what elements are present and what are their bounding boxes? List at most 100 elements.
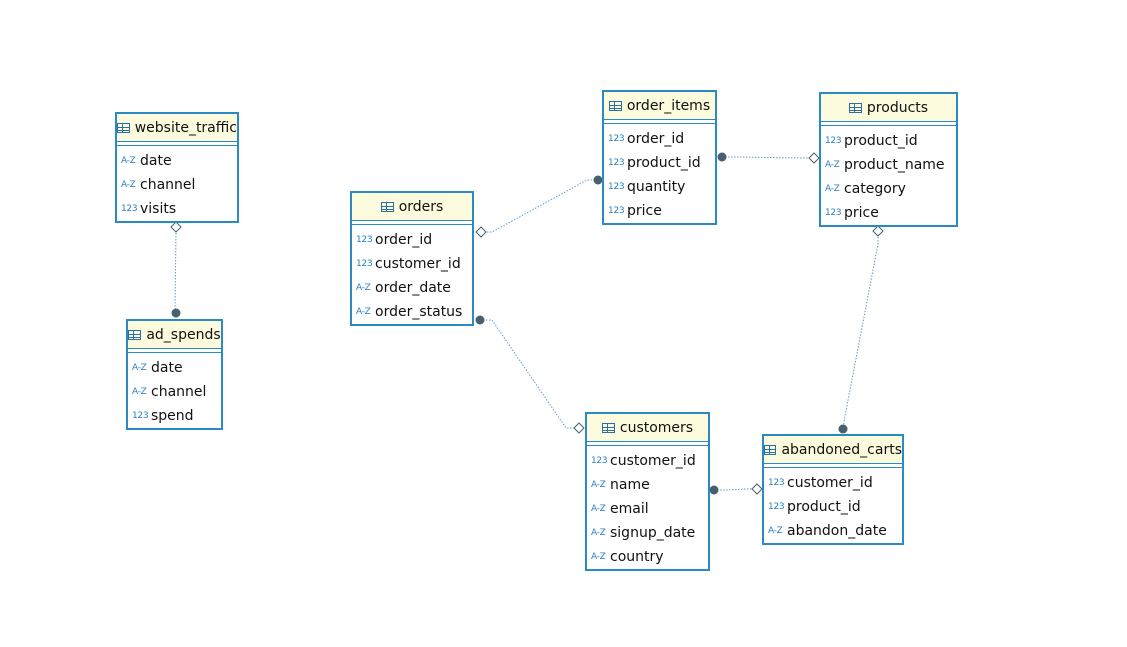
entity-title: ad_spends [146,326,221,343]
many-end-dot-icon [171,308,181,318]
numeric-type-icon: 123 [608,158,625,168]
numeric-type-icon: 123 [768,502,785,512]
text-type-icon: A-Z [356,307,371,317]
entity-header[interactable]: website_traffic [117,114,237,142]
entity-header[interactable]: abandoned_carts [764,436,902,464]
text-type-icon: A-Z [591,552,606,562]
relationship-website_traffic-ad_spends[interactable] [170,221,182,318]
numeric-type-icon: 123 [825,208,842,218]
column-name: customer_id [375,256,461,272]
text-type-icon: A-Z [825,184,840,194]
relationship-line [714,488,757,491]
entity-title: customers [619,419,694,436]
relationship-orders-order_items[interactable] [475,175,603,238]
column-name: order_id [627,131,685,147]
entity-header[interactable]: orders [352,193,472,221]
column-name: abandon_date [787,523,887,539]
one-end-diamond-icon [872,225,884,237]
column-name: order_id [375,232,433,248]
text-type-icon: A-Z [121,156,136,166]
one-end-diamond-icon [573,422,585,434]
entity-header[interactable]: order_items [604,92,715,120]
relationship-line [480,319,579,429]
numeric-type-icon: 123 [608,182,625,192]
column-name: name [610,477,650,493]
text-type-icon: A-Z [768,526,783,536]
column-name: order_status [375,304,463,320]
column-row[interactable]: A-Z abandon_date [764,519,902,543]
entity-title: products [866,99,929,116]
column-row[interactable]: A-Z signup_date [587,521,708,545]
column-row[interactable]: A-Z order_date [352,276,472,300]
numeric-type-icon: 123 [356,235,373,245]
entity-header[interactable]: customers [587,414,708,442]
relationship-order_items-products[interactable] [717,152,820,164]
column-name: country [610,549,664,565]
numeric-type-icon: 123 [356,259,373,269]
many-end-dot-icon [709,485,719,495]
numeric-type-icon: 123 [132,411,149,421]
header-separator [352,221,472,225]
relationship-products-abandoned_carts[interactable] [838,225,884,434]
entity-title: abandoned_carts [781,441,902,458]
header-separator [764,464,902,468]
relationship-orders-customers[interactable] [475,315,585,434]
table-icon [128,329,142,340]
column-name: customer_id [610,453,696,469]
column-name: signup_date [610,525,696,541]
many-end-dot-icon [593,175,603,185]
relationship-customers-abandoned_carts[interactable] [709,483,763,495]
header-separator [604,120,715,124]
column-name: email [610,501,649,517]
one-end-diamond-icon [751,483,763,495]
column-name: order_date [375,280,451,296]
column-name: date [151,360,183,376]
relationship-line [174,227,177,314]
column-row[interactable]: A-Z date [128,356,221,380]
column-name: channel [140,177,196,193]
relationship-line [842,231,879,430]
entity-header[interactable]: ad_spends [128,321,221,349]
text-type-icon: A-Z [591,528,606,538]
text-type-icon: A-Z [356,283,371,293]
entity-header[interactable]: products [821,94,956,122]
text-type-icon: A-Z [132,363,147,373]
table-icon [848,102,862,113]
column-row[interactable]: A-Z order_status [352,300,472,324]
relationship-line [481,179,598,233]
column-row[interactable]: A-Z country [587,545,708,569]
